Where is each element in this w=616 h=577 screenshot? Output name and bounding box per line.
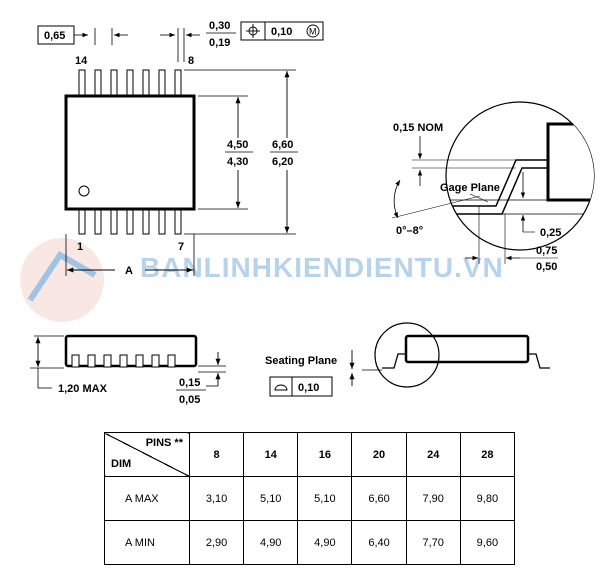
top-leads — [78, 69, 182, 97]
foot-length-max: 0,75 — [536, 245, 557, 257]
detail-callout-circle — [374, 322, 440, 388]
watermark: BANLINHKIENDIENTU.VN — [20, 238, 504, 322]
profile-symbol-icon — [274, 384, 288, 391]
pin-count-cell: 14 — [243, 432, 299, 477]
table-corner-cell: PINS ** DIM — [104, 432, 190, 477]
body-width-max: 4,50 — [227, 139, 248, 151]
table-cell: 7,70 — [405, 520, 461, 565]
table-row: A MIN 2,90 4,90 4,90 6,40 7,70 9,60 — [104, 520, 516, 565]
gage-plane-label: Gage Plane — [440, 182, 500, 194]
table-cell: 4,90 — [243, 520, 299, 565]
seating-body — [404, 334, 530, 364]
standoff-min: 0,05 — [179, 394, 200, 406]
coplanarity-value: 0,10 — [298, 382, 319, 394]
angle-label: 0°–8° — [396, 225, 423, 237]
length-label-a: A — [125, 265, 133, 277]
pin-count-cell: 8 — [188, 432, 245, 477]
watermark-text: BANLINHKIENDIENTU.VN — [140, 252, 504, 283]
pin1-marker — [78, 185, 90, 197]
height-max-label: 1,20 MAX — [58, 383, 108, 395]
standoff-max: 0,15 — [179, 377, 200, 389]
lead-width-min: 0,19 — [209, 37, 230, 49]
detail-view: 0,15 NOM Gage Plane 0,25 0°–8° 0,75 0,50 — [391, 101, 595, 273]
coplanarity-frame — [269, 376, 333, 397]
foot-length-min: 0,50 — [536, 261, 557, 273]
tolerance-value: 0,10 — [271, 26, 292, 38]
pin-count-cell: 20 — [351, 432, 407, 477]
seating-view: Seating Plane 0,10 — [265, 322, 550, 397]
overall-width-max: 6,60 — [272, 139, 293, 151]
row-label: A MIN — [104, 520, 190, 565]
seating-plane-label: Seating Plane — [265, 355, 337, 367]
pins-header: PINS ** — [145, 437, 183, 449]
lead-width-max: 0,30 — [209, 20, 230, 32]
body-width-min: 4,30 — [227, 156, 248, 168]
row-label: A MAX — [104, 476, 190, 521]
tolerance-frame — [240, 21, 324, 41]
table-cell: 9,80 — [459, 476, 516, 521]
pin-count-cell: 16 — [297, 432, 353, 477]
tolerance-modifier: M — [309, 27, 317, 37]
dim-header: DIM — [111, 458, 132, 470]
table-cell: 6,40 — [351, 520, 407, 565]
pin-7-label: 7 — [178, 241, 184, 253]
table-cell: 4,90 — [297, 520, 353, 565]
gage-height-label: 0,25 — [540, 227, 561, 239]
table-cell: 5,10 — [243, 476, 299, 521]
pin-14-label: 14 — [75, 55, 88, 67]
table-row: A MAX 3,10 5,10 5,10 6,60 7,90 9,80 — [104, 476, 516, 521]
side-view: 1,20 MAX 0,15 0,05 — [30, 334, 226, 406]
table-cell: 2,90 — [188, 520, 245, 565]
pin-8-label: 8 — [188, 55, 194, 67]
bottom-leads — [78, 207, 182, 235]
pin-count-cell: 24 — [405, 432, 461, 477]
pin-1-label: 1 — [77, 241, 83, 253]
pin-count-cell: 28 — [459, 432, 516, 477]
overall-width-min: 6,20 — [272, 156, 293, 168]
dimension-table: PINS ** DIM 8 14 16 20 24 28 A MAX 3,10 … — [104, 432, 516, 565]
pitch-label: 0,65 — [44, 30, 65, 42]
table-cell: 3,10 — [188, 476, 245, 521]
table-header-row: PINS ** DIM 8 14 16 20 24 28 — [104, 432, 516, 477]
mmc-symbol-icon — [306, 24, 320, 38]
table-cell: 7,90 — [405, 476, 461, 521]
side-body — [64, 334, 198, 368]
lead-thickness-label: 0,15 NOM — [393, 122, 443, 134]
table-cell: 9,60 — [459, 520, 516, 565]
table-cell: 6,60 — [351, 476, 407, 521]
top-view: 0,65 0,30 0,19 0,10 M 14 8 — [37, 20, 324, 277]
table-cell: 5,10 — [297, 476, 353, 521]
